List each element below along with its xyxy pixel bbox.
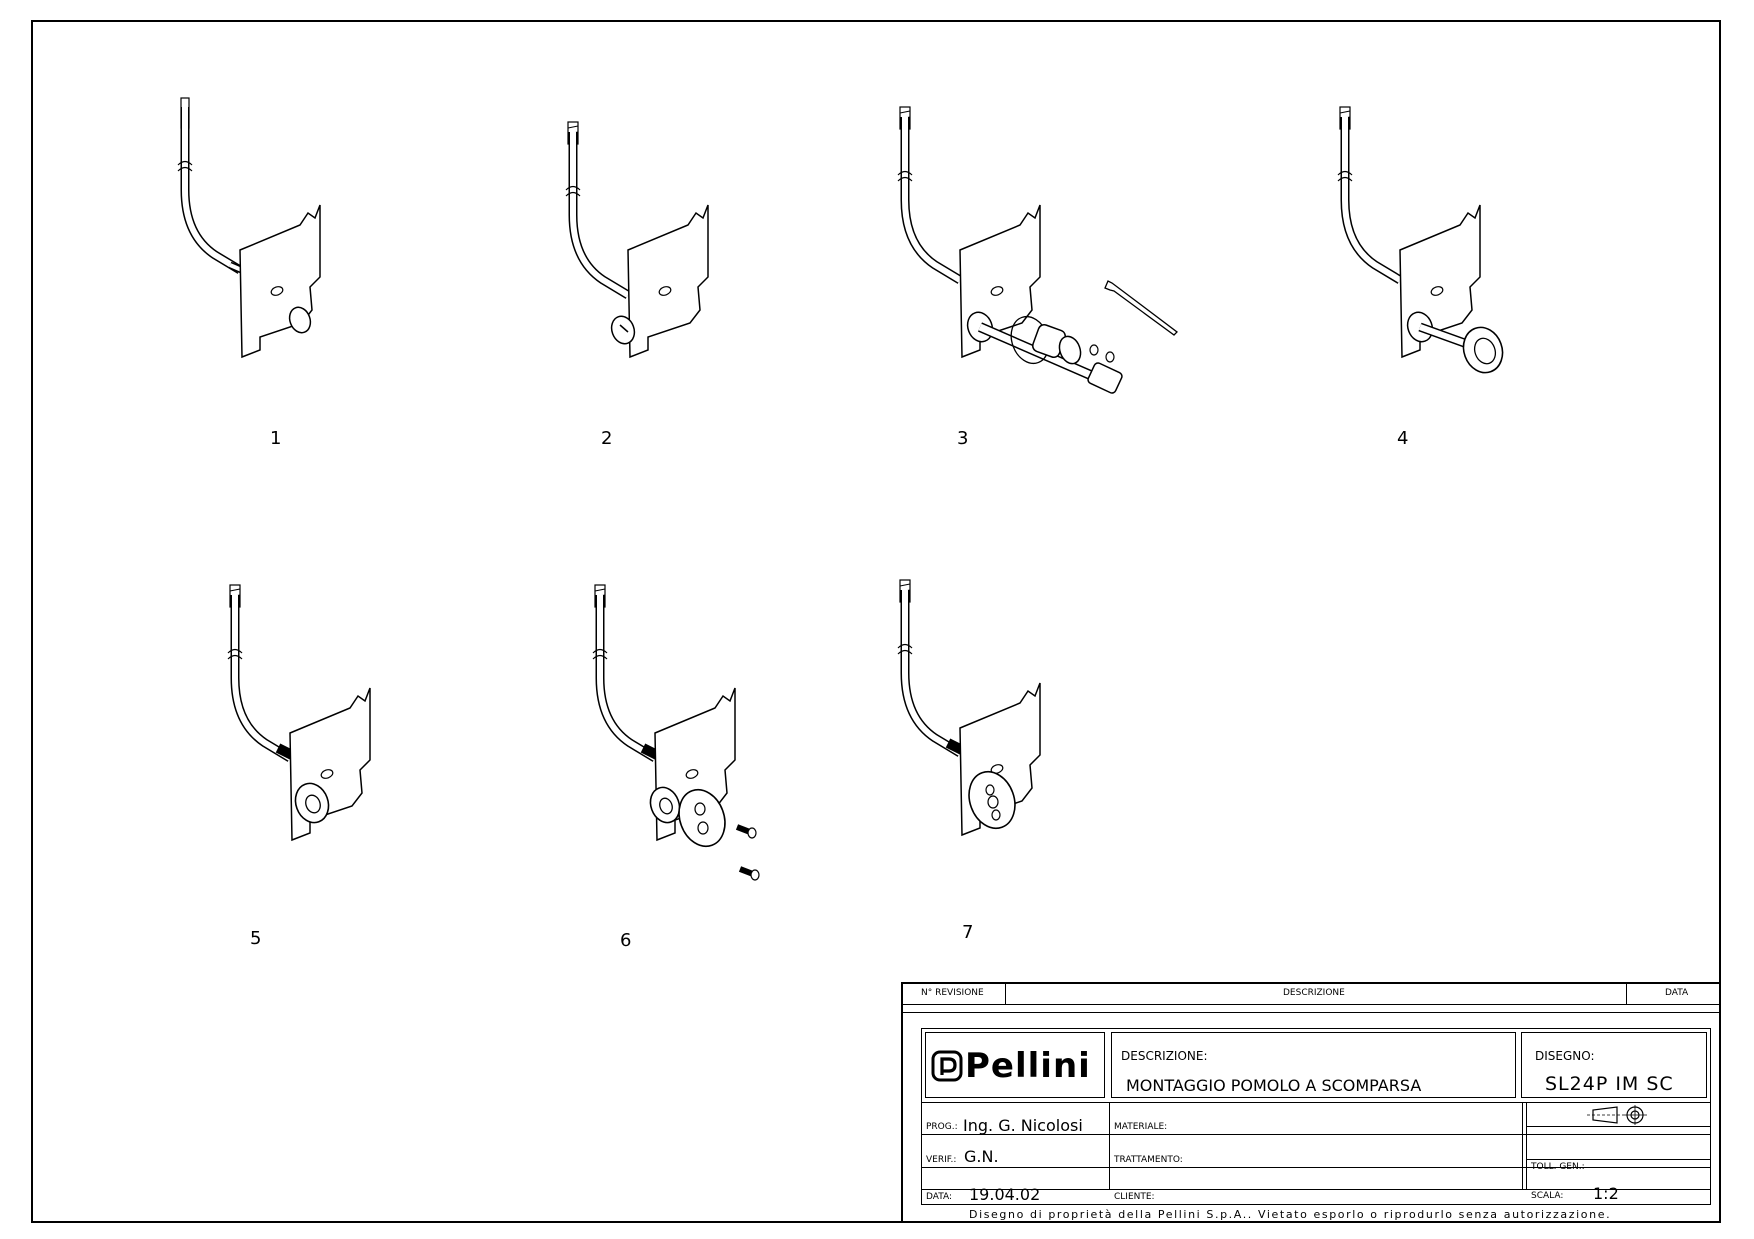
trattamento-label: TRATTAMENTO: [1114, 1155, 1183, 1165]
assembly-step-7-figure [880, 579, 1041, 836]
disegno-label: DISEGNO: [1535, 1049, 1595, 1063]
scala-label: SCALA: [1531, 1191, 1564, 1201]
toll-gen-label: TOLL. GEN.: [1531, 1162, 1585, 1172]
disegno-value: SL24P IM SC [1545, 1073, 1674, 1095]
verif-value: G.N. [964, 1147, 999, 1166]
ownership-notice: Disegno di proprietà della Pellini S.p.A… [969, 1208, 1612, 1221]
revision-date-header: DATA [1665, 988, 1689, 998]
assembly-step-2-figure [548, 121, 709, 358]
revision-number-header: N° REVISIONE [921, 988, 984, 998]
data-value: 19.04.02 [969, 1185, 1041, 1204]
prog-value: Ing. G. Nicolosi [963, 1116, 1083, 1135]
step-number-2: 2 [601, 428, 613, 449]
data-label: DATA: [926, 1192, 953, 1202]
step-number-7: 7 [962, 922, 974, 943]
assembly-step-6-figure [575, 584, 760, 881]
assembly-step-5-figure [210, 584, 371, 841]
pellini-logo-icon [931, 1050, 963, 1082]
assembly-step-4-figure [1320, 106, 1504, 374]
title-block: N° REVISIONE DESCRIZIONE DATA Pellini DE… [901, 982, 1721, 1223]
step-number-6: 6 [620, 930, 632, 951]
cliente-label: CLIENTE: [1114, 1192, 1155, 1202]
scala-value: 1:2 [1593, 1184, 1619, 1203]
pellini-logo-text: Pellini [965, 1046, 1091, 1086]
prog-label: PROG.: [926, 1122, 958, 1132]
descrizione-value: MONTAGGIO POMOLO A SCOMPARSA [1126, 1076, 1422, 1095]
step-number-5: 5 [250, 928, 262, 949]
descrizione-label: DESCRIZIONE: [1121, 1049, 1208, 1063]
verif-label: VERIF.: [926, 1155, 957, 1165]
projection-symbol-icon [1587, 1105, 1647, 1125]
step-number-4: 4 [1397, 428, 1409, 449]
step-number-1: 1 [270, 428, 282, 449]
revision-description-header: DESCRIZIONE [1283, 988, 1345, 998]
materiale-label: MATERIALE: [1114, 1122, 1168, 1132]
drawing-frame [31, 20, 1721, 1223]
step-number-3: 3 [957, 428, 969, 449]
assembly-step-1-figure [160, 97, 321, 358]
assembly-step-3-figure [880, 106, 1178, 394]
